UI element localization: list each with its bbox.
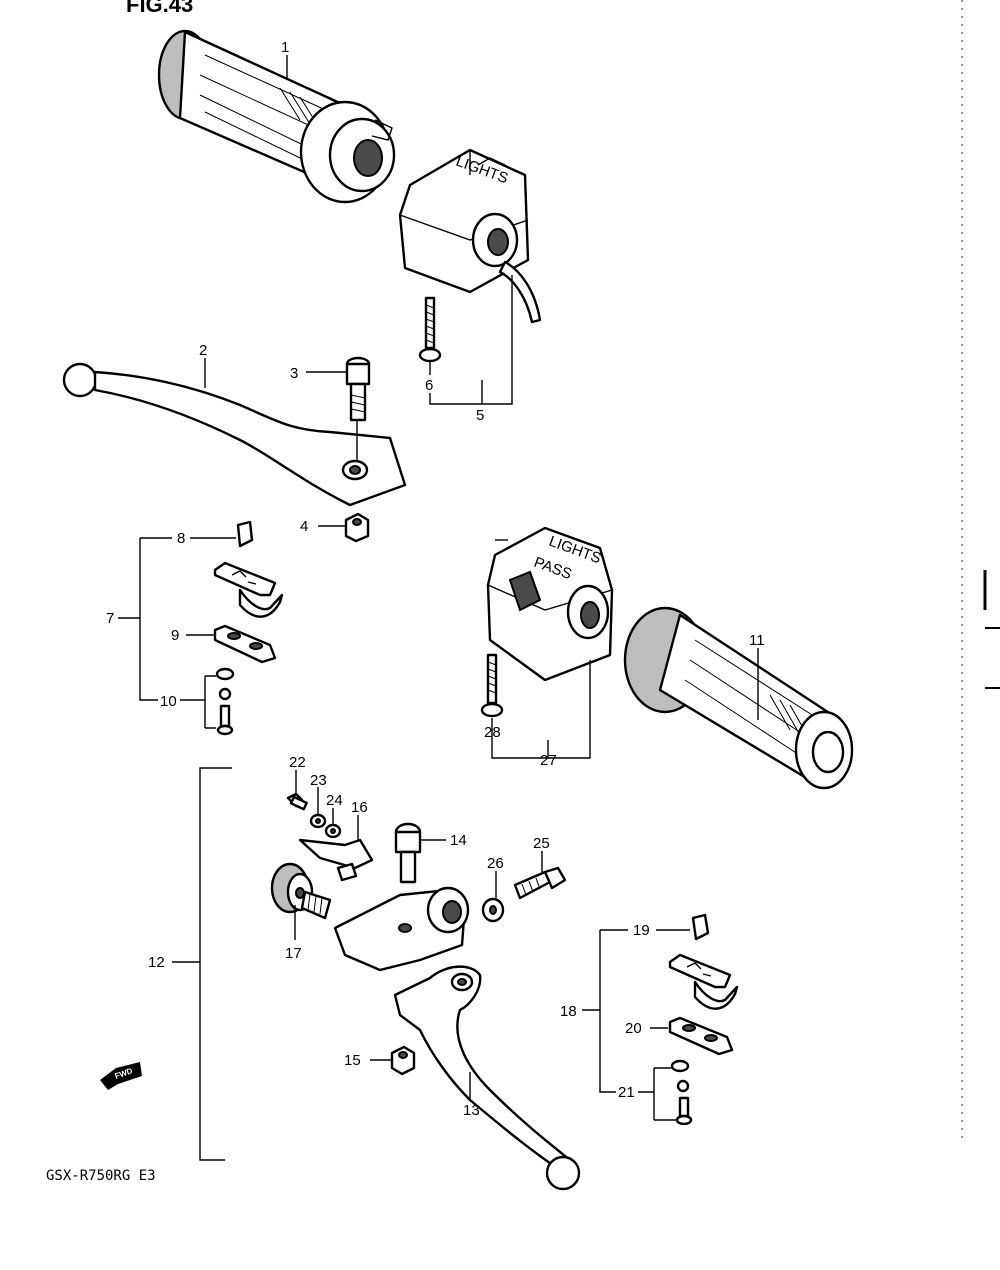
screw-28-illustration xyxy=(480,653,504,718)
nut-4-illustration xyxy=(344,512,370,543)
callout-6: 6 xyxy=(425,377,433,394)
model-code: GSX-R750RG E3 xyxy=(46,1168,156,1184)
callout-19: 19 xyxy=(633,922,650,939)
callout-22: 22 xyxy=(289,754,306,771)
callout-25: 25 xyxy=(533,835,550,852)
callout-23: 23 xyxy=(310,772,327,789)
callout-7: 7 xyxy=(106,610,114,627)
callout-11: 11 xyxy=(749,632,765,649)
callout-13: 13 xyxy=(463,1102,480,1119)
callout-10: 10 xyxy=(160,693,177,710)
grip-left-illustration xyxy=(157,29,396,204)
leader-lines xyxy=(118,55,759,1161)
callout-27: 27 xyxy=(540,752,557,769)
forward-arrow-icon: FWD xyxy=(100,1062,142,1090)
clutch-switch-illustration xyxy=(213,520,284,736)
switch-right-illustration: LIGHTS PASS xyxy=(486,526,614,682)
callout-2: 2 xyxy=(199,342,207,359)
callout-18: 18 xyxy=(560,1003,577,1020)
callout-17: 17 xyxy=(285,945,302,962)
callout-5: 5 xyxy=(476,407,484,424)
callout-3: 3 xyxy=(290,365,298,382)
switch-left-illustration: LIGHTS xyxy=(398,148,542,324)
callout-15: 15 xyxy=(344,1052,361,1069)
brake-assembly-illustration xyxy=(270,792,581,1191)
callout-28: 28 xyxy=(484,724,501,741)
callout-20: 20 xyxy=(625,1020,642,1037)
callout-labels: 1 2 3 4 5 6 7 8 9 10 11 12 13 14 15 16 1… xyxy=(106,39,765,1119)
callout-9: 9 xyxy=(171,627,179,644)
callout-24: 24 xyxy=(326,792,343,809)
callout-14: 14 xyxy=(450,832,467,849)
callout-4: 4 xyxy=(300,518,308,535)
brake-switch-illustration xyxy=(668,913,739,1126)
callout-21: 21 xyxy=(618,1084,635,1101)
screw-6-illustration xyxy=(418,296,442,363)
callout-12: 12 xyxy=(148,954,165,971)
grip-right-illustration xyxy=(623,606,854,790)
clutch-lever-illustration xyxy=(62,362,407,507)
callout-26: 26 xyxy=(487,855,504,872)
figure-title: FIG.43 xyxy=(126,0,193,17)
callout-1: 1 xyxy=(281,39,289,56)
callout-16: 16 xyxy=(351,799,368,816)
callout-8: 8 xyxy=(177,530,185,547)
bolt-3-illustration xyxy=(345,356,371,422)
